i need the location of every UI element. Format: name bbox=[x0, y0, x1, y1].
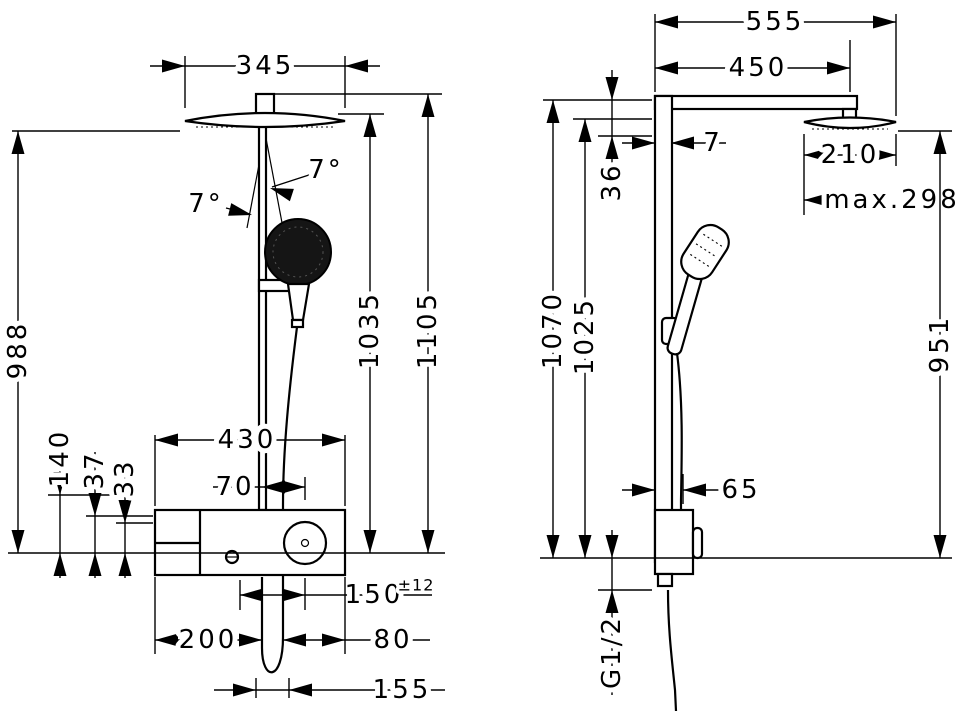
dim-1070-label: 1070 bbox=[538, 291, 568, 369]
dim-33-label: 33 bbox=[110, 458, 140, 497]
thermostat-valve-front bbox=[153, 508, 347, 577]
thread-g12-label: G1/2 bbox=[597, 615, 627, 689]
dim-951: 951 bbox=[898, 130, 960, 558]
supply-hose-side bbox=[666, 589, 678, 711]
dim-951-label: 951 bbox=[925, 315, 955, 374]
shower-arm bbox=[653, 94, 859, 111]
overhead-shower bbox=[184, 92, 346, 129]
dim-1035: 1035 bbox=[338, 113, 390, 553]
side-view: 555 450 36 7 bbox=[533, 2, 962, 711]
valve-body-side bbox=[653, 508, 695, 576]
angle-7-right: 7° bbox=[267, 150, 346, 202]
dim-200-label: 200 bbox=[179, 625, 238, 655]
dim-1035-label: 1035 bbox=[355, 291, 385, 369]
shower-head-stem bbox=[254, 92, 276, 116]
dim-1025-label: 1025 bbox=[570, 297, 600, 375]
dim-430-label: 430 bbox=[218, 425, 277, 455]
dim-80: 80 bbox=[283, 577, 430, 660]
dim-36: 36 bbox=[592, 70, 632, 207]
angle-7-left: 7° bbox=[183, 184, 254, 224]
dim-1070: 1070 bbox=[533, 100, 573, 558]
dim-150-label: 150 bbox=[345, 580, 404, 610]
dim-70-label: 70 bbox=[215, 472, 254, 502]
dim-150-tolerance-label: ±12 bbox=[398, 576, 435, 595]
dim-450: 450 bbox=[655, 40, 851, 92]
angle-7-left-label: 7° bbox=[188, 189, 224, 219]
hand-shower-head-side bbox=[680, 223, 730, 281]
shower-hose-side bbox=[675, 352, 683, 560]
shower-hose-front bbox=[260, 326, 299, 674]
dim-150: 150 ±12 bbox=[239, 572, 437, 615]
dim-7: 7 bbox=[622, 123, 726, 163]
valve-handle-side bbox=[691, 526, 704, 560]
dim-345: 345 bbox=[150, 46, 380, 108]
dim-max-298-label: max.298 bbox=[824, 185, 960, 215]
dim-65-label: 65 bbox=[721, 475, 760, 505]
dim-200: 200 bbox=[154, 577, 262, 660]
hand-shower-front bbox=[257, 218, 332, 329]
dim-7-label: 7 bbox=[703, 128, 723, 158]
shower-head-disc-side bbox=[803, 116, 897, 130]
dim-155: 155 bbox=[214, 670, 445, 710]
hand-shower-head bbox=[264, 218, 332, 286]
dim-210-label: 210 bbox=[821, 140, 880, 170]
dim-988-label: 988 bbox=[3, 321, 33, 380]
dim-33: 33 bbox=[105, 453, 153, 578]
shower-head-disc bbox=[184, 111, 346, 129]
dim-555: 555 bbox=[654, 2, 897, 116]
thermostat-valve-side bbox=[653, 508, 704, 588]
front-view: 345 1105 1035 988 bbox=[0, 46, 448, 710]
dim-140: 140 bbox=[40, 424, 120, 578]
dim-max-298: max.298 bbox=[804, 180, 962, 220]
dim-430: 430 bbox=[154, 420, 346, 506]
dim-210: 210 bbox=[803, 134, 897, 215]
valve-handle bbox=[282, 520, 328, 566]
hand-shower-side bbox=[660, 223, 730, 356]
dim-555-label: 555 bbox=[746, 7, 805, 37]
dim-155-label: 155 bbox=[373, 675, 432, 705]
dim-thread-g12: G1/2 bbox=[592, 530, 652, 695]
dim-1105-label: 1105 bbox=[413, 291, 443, 369]
angle-7-right-label: 7° bbox=[308, 155, 344, 185]
hose-nut bbox=[290, 318, 305, 329]
dim-1105: 1105 bbox=[274, 93, 448, 553]
dim-1025: 1025 bbox=[565, 119, 605, 558]
dim-450-label: 450 bbox=[729, 53, 788, 83]
valve-handle-center bbox=[300, 538, 310, 548]
dim-988: 988 bbox=[0, 130, 180, 553]
valve-outlet bbox=[656, 572, 674, 588]
hand-shower-handle bbox=[286, 282, 311, 322]
dim-37: 37 bbox=[75, 445, 153, 578]
dim-37-label: 37 bbox=[80, 450, 110, 489]
hand-shower-spray-pattern bbox=[272, 226, 324, 278]
dim-70: 70 bbox=[210, 467, 306, 507]
dim-345-label: 345 bbox=[236, 51, 295, 81]
dim-80-label: 80 bbox=[373, 625, 412, 655]
dim-36-label: 36 bbox=[597, 162, 627, 201]
dim-140-label: 140 bbox=[45, 429, 75, 488]
dim-65: 65 bbox=[622, 470, 763, 510]
